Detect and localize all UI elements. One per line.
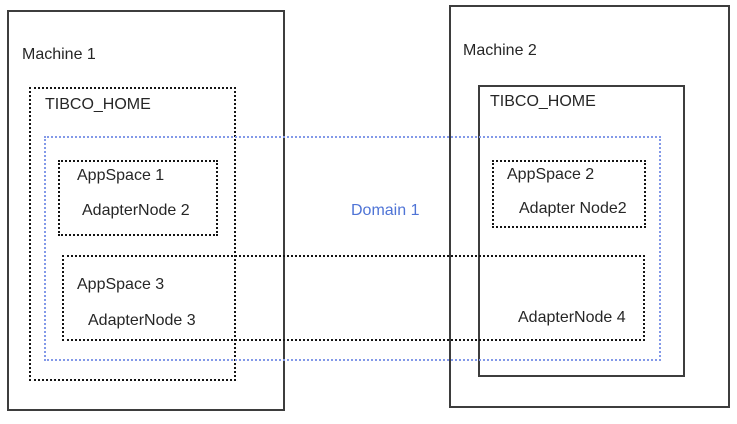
domain-1-label: Domain 1: [351, 202, 420, 219]
adapter-node2-label: Adapter Node2: [519, 200, 627, 217]
machine-2-label: Machine 2: [463, 42, 537, 59]
tibco-home-2-box: [478, 85, 685, 377]
machine-1-box: [7, 10, 285, 411]
tibco-home-2-label: TIBCO_HOME: [490, 93, 596, 110]
tibco-home-1-box: [29, 87, 236, 381]
adapternode-2-label: AdapterNode 2: [82, 202, 190, 219]
appspace-3-label: AppSpace 3: [77, 276, 165, 293]
domain-1-box: [44, 136, 661, 361]
appspace-2-box: [492, 160, 646, 228]
appspace-1-label: AppSpace 1: [77, 167, 165, 184]
appspace-2-label: AppSpace 2: [507, 166, 595, 183]
tibco-home-1-label: TIBCO_HOME: [45, 96, 151, 113]
appspace-3-box: [62, 255, 645, 341]
appspace-1-box: [58, 160, 218, 236]
adapternode-3-label: AdapterNode 3: [88, 312, 196, 329]
machine-2-box: [449, 5, 730, 408]
adapternode-4-label: AdapterNode 4: [518, 309, 626, 326]
machine-1-label: Machine 1: [22, 46, 96, 63]
